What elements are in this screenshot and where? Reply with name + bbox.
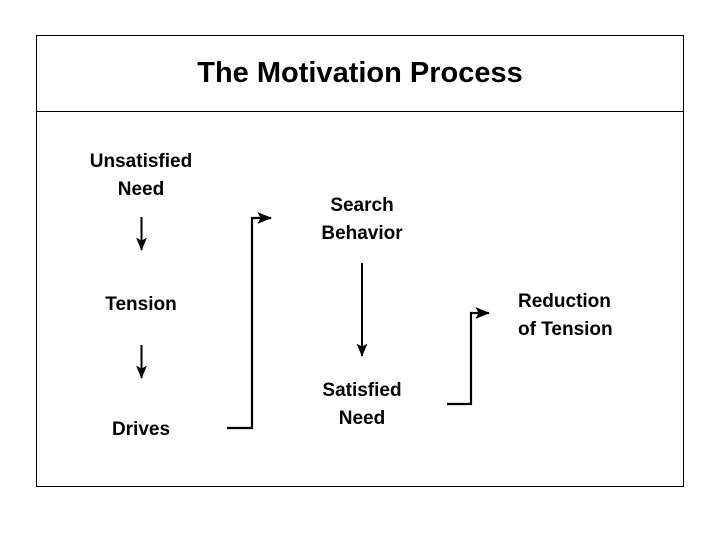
title-divider-rule [36, 111, 684, 112]
slide-frame [36, 35, 684, 487]
node-tension: Tension [105, 294, 177, 315]
node-unsatisfied-need: Unsatisfied Need [89, 151, 193, 200]
page-title: The Motivation Process [197, 57, 523, 89]
node-search-behavior: Search Behavior [321, 195, 403, 244]
node-reduction-of-tension: Reduction of Tension [518, 291, 613, 340]
node-satisfied-need: Satisfied Need [322, 380, 402, 429]
node-drives: Drives [111, 419, 171, 440]
